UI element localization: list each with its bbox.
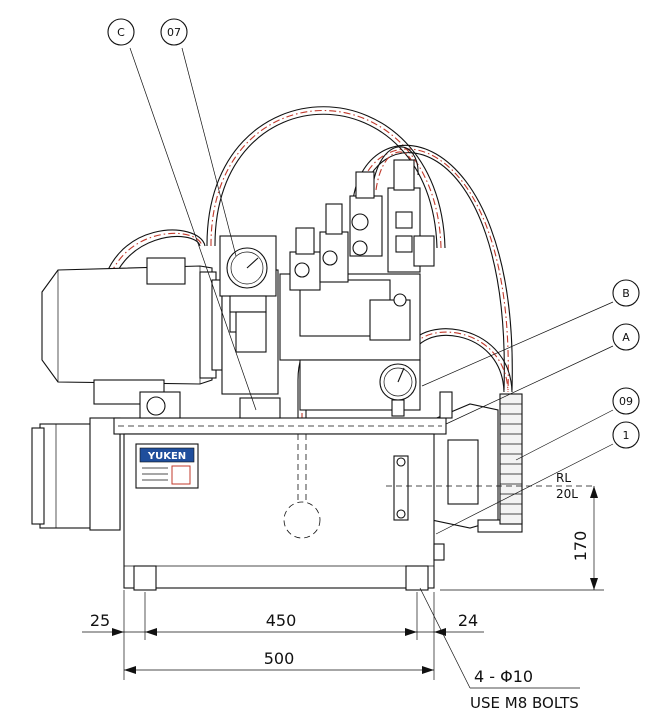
- oil-level-rl: RL: [556, 471, 571, 485]
- note-bolts: USE M8 BOLTS: [470, 694, 579, 712]
- balloon-1: [612, 421, 640, 449]
- balloon-07: [160, 18, 188, 46]
- balloon-1-label: 1: [623, 429, 630, 442]
- balloon-09: [612, 387, 640, 415]
- oil-level-volume: 20L: [556, 487, 578, 501]
- balloon-b: [612, 279, 640, 307]
- balloon-07-label: 07: [167, 26, 181, 39]
- dim-right-offset: 24: [458, 611, 478, 630]
- balloon-a-label: A: [622, 331, 630, 344]
- gauges: [219, 235, 417, 417]
- balloon-b-label: B: [622, 287, 630, 300]
- balloon-09-label: 09: [619, 395, 633, 408]
- mounting-note: 4 - Φ10 USE M8 BOLTS: [419, 587, 580, 712]
- dim-left-offset: 25: [90, 611, 110, 630]
- balloon-c: [107, 18, 135, 46]
- dim-height: 170: [571, 531, 590, 562]
- return-filter-09: [431, 393, 523, 533]
- balloon-c-label: C: [117, 26, 125, 39]
- note-holes: 4 - Φ10: [474, 667, 533, 686]
- dimensions: 170 450 25 24 500: [82, 486, 604, 680]
- dim-hole-spacing: 450: [266, 611, 297, 630]
- yuken-nameplate: YUKEN: [135, 443, 199, 489]
- balloons: C 07 B A 09 1: [107, 18, 640, 535]
- nameplate-brand: YUKEN: [147, 451, 186, 462]
- balloon-a: [612, 323, 640, 351]
- oil-level-label: RL 20L: [556, 471, 578, 501]
- dim-overall-width: 500: [264, 649, 295, 668]
